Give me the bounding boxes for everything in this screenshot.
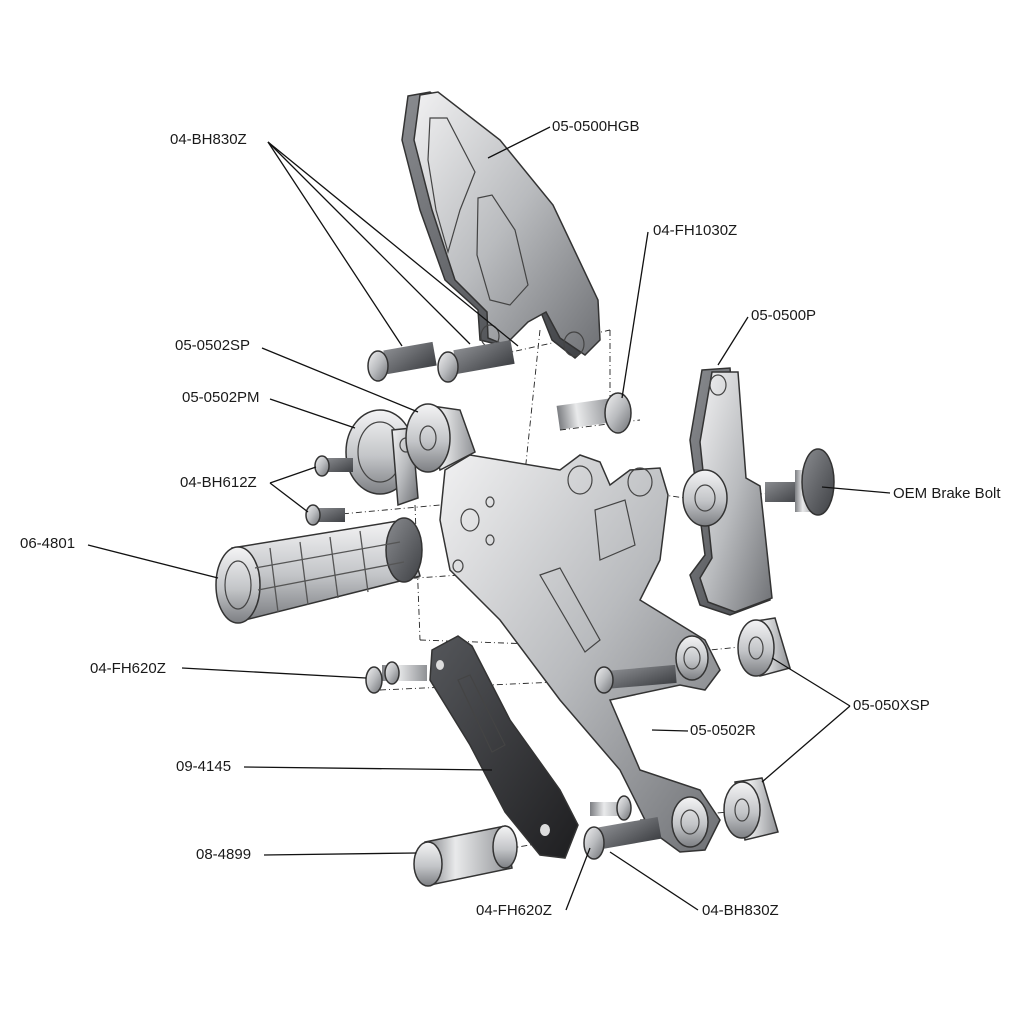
label-05-050xsp: 05-050XSP xyxy=(853,697,930,714)
screw-fh620z-bottom xyxy=(590,795,632,821)
bolt-fh1030z xyxy=(556,392,632,434)
label-08-4899: 08-4899 xyxy=(196,846,252,863)
label-04-bh830z-top: 04-BH830Z xyxy=(170,131,247,148)
rearset-plate-0502r xyxy=(439,454,721,853)
label-04-fh620z-left: 04-FH620Z xyxy=(90,660,166,677)
label-04-bh830z-bottom: 04-BH830Z xyxy=(702,902,779,919)
label-05-0500hgb: 05-0500HGB xyxy=(552,118,640,135)
screw-fh620z-left xyxy=(365,661,427,694)
spacer-0502sp-part xyxy=(405,403,476,473)
label-05-0502pm: 05-0502PM xyxy=(182,389,260,406)
spacer-050xsp-bottom xyxy=(723,777,779,841)
label-05-0500p: 05-0500P xyxy=(751,307,817,324)
leader-lines xyxy=(87,126,891,911)
label-04-fh1030z: 04-FH1030Z xyxy=(653,222,738,239)
label-04-bh612z: 04-BH612Z xyxy=(180,474,257,491)
label-oem-brake-bolt: OEM Brake Bolt xyxy=(893,485,1001,502)
bolt-plate-mid xyxy=(594,664,677,694)
shift-arm-4145 xyxy=(429,635,579,859)
brake-pedal-0500p xyxy=(682,367,773,616)
bolt-bh830z-top-2 xyxy=(437,340,515,383)
bolt-bh830z-top-1 xyxy=(367,341,437,382)
bolt-bh612z-1 xyxy=(314,455,353,477)
label-05-0502r: 05-0502R xyxy=(690,722,756,739)
heel-guard-part xyxy=(401,91,601,359)
spacer-050xsp-top xyxy=(737,617,791,677)
oem-brake-bolt-part xyxy=(765,448,835,516)
foot-peg-4801 xyxy=(215,517,423,624)
label-06-4801: 06-4801 xyxy=(20,535,76,552)
bolt-bh830z-bottom xyxy=(583,816,662,860)
sleeve-4899 xyxy=(413,825,518,887)
bolt-bh612z-2 xyxy=(305,504,345,526)
label-09-4145: 09-4145 xyxy=(176,758,232,775)
label-04-fh620z-bottom: 04-FH620Z xyxy=(476,902,552,919)
label-05-0502sp: 05-0502SP xyxy=(175,337,251,354)
